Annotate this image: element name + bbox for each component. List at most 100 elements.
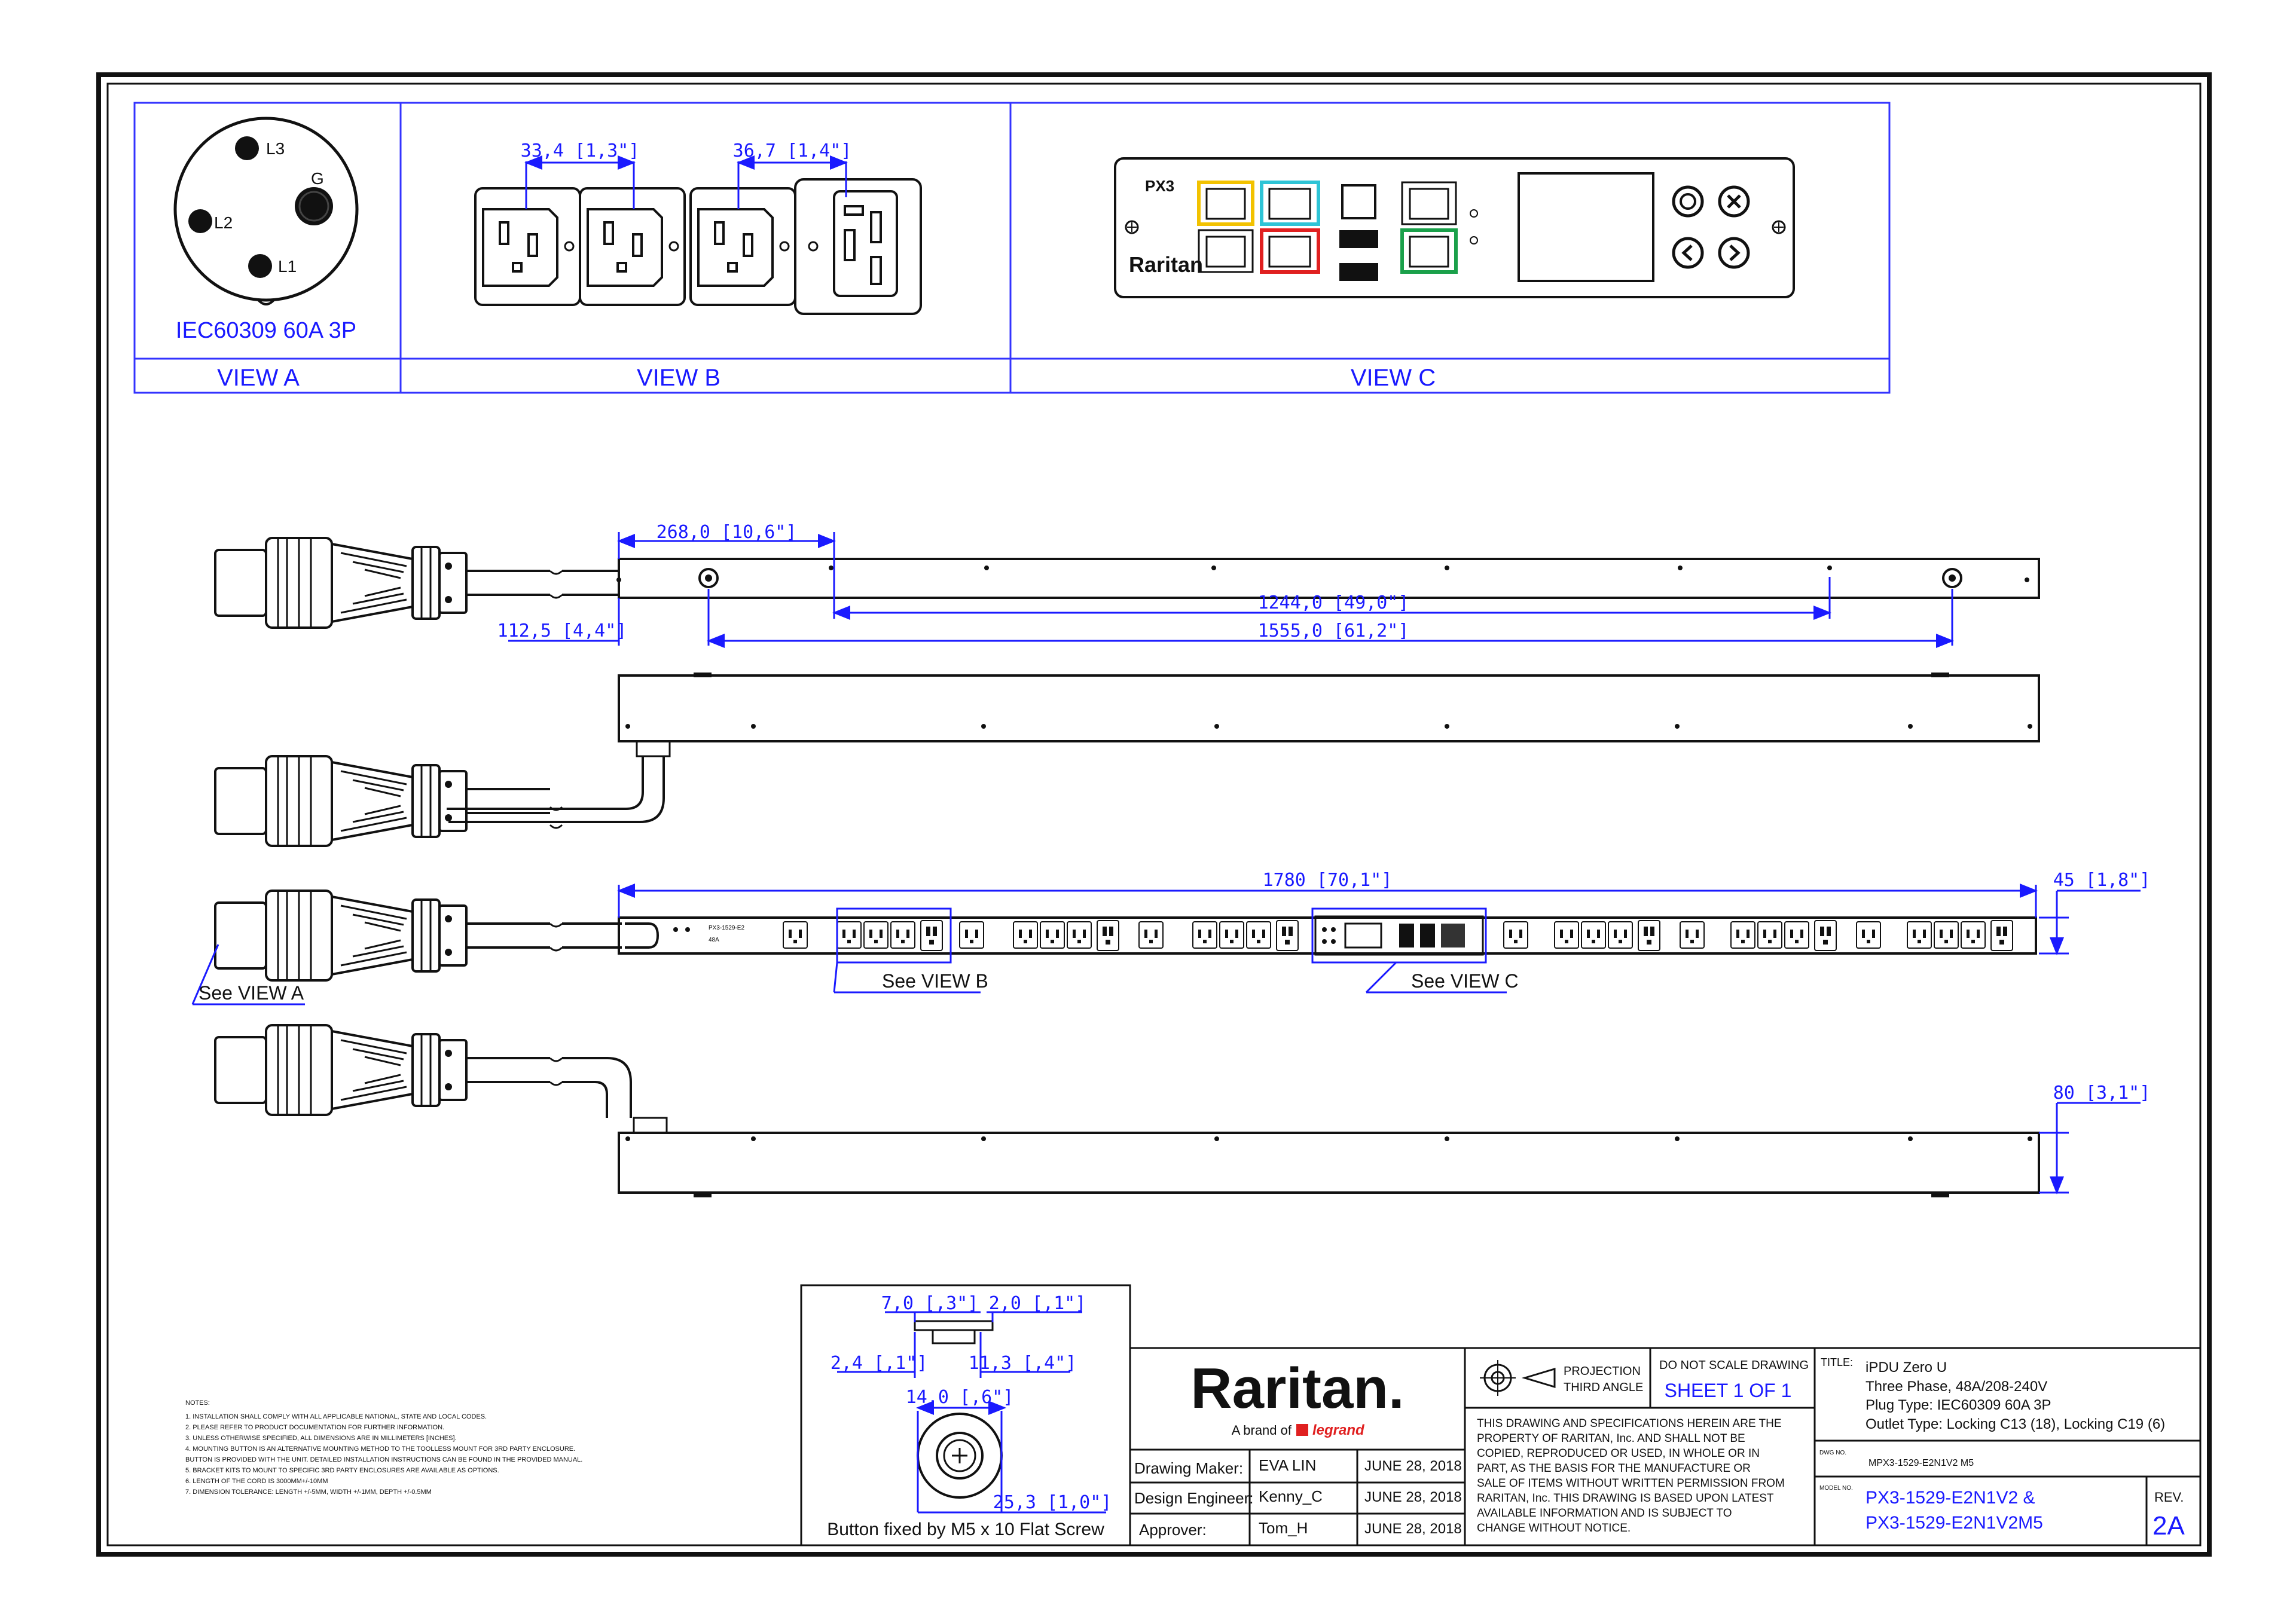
pin-l1-label: L1 <box>278 257 297 276</box>
mounting-button-2 <box>1942 568 1962 588</box>
note-7: 7. DIMENSION TOLERANCE: LENGTH +/-5MM, W… <box>185 1488 432 1496</box>
title-line-1: iPDU Zero U <box>1866 1359 1947 1376</box>
maker-name: EVA LIN <box>1259 1456 1316 1474</box>
disclaimer-4: PART, AS THE BASIS FOR THE MANUFACTURE O… <box>1477 1462 1751 1475</box>
view-c-label: VIEW C <box>1351 365 1436 391</box>
disclaimer-6: RARITAN, Inc. THIS DRAWING IS BASED UPON… <box>1477 1492 1774 1505</box>
view-b-label: VIEW B <box>637 365 720 391</box>
note-4b: BUTTON IS PROVIDED WITH THE UNIT. DETAIL… <box>185 1456 582 1463</box>
pin-l3-label: L3 <box>266 139 285 158</box>
engineer-role: Design Engineer: <box>1134 1489 1253 1507</box>
raritan-panel-logo: Raritan <box>1129 252 1203 277</box>
feature-port <box>1260 228 1320 274</box>
disclaimer-2: PROPERTY OF RARITAN, Inc. AND SHALL NOT … <box>1477 1432 1745 1445</box>
view-a-plug-face: L3 G L2 L1 IEC60309 60A 3P <box>173 117 359 343</box>
view-a-caption: IEC60309 60A 3P <box>176 318 356 343</box>
see-view-a-callout: See VIEW A <box>199 982 304 1004</box>
sensor-port <box>1197 181 1254 226</box>
see-view-c-callout: See VIEW C <box>1411 970 1519 992</box>
svg-text:PX3-1529-E2: PX3-1529-E2 <box>709 925 744 931</box>
dwg-number: MPX3-1529-E2N1V2 M5 <box>1868 1458 1974 1468</box>
view-b-c13-outlet-1 <box>482 208 575 287</box>
do-not-scale: DO NOT SCALE DRAWING <box>1659 1359 1809 1372</box>
dim-268: 268,0 [10,6"] <box>657 522 797 543</box>
engineer-name: Kenny_C <box>1259 1487 1323 1505</box>
usb-b-port <box>1341 184 1376 219</box>
notes: NOTES: 1. INSTALLATION SHALL COMPLY WITH… <box>185 1399 582 1496</box>
view-b-c13-outlet-2 <box>587 208 679 287</box>
raritan-logo: Raritan. <box>1190 1356 1404 1420</box>
model-label: MODEL NO. <box>1819 1485 1853 1491</box>
mounting-button-1 <box>698 568 719 588</box>
model-number-1: PX3-1529-E2N1V2 & <box>1866 1488 2035 1508</box>
right-button <box>1718 237 1750 269</box>
dim-2: 2,0 [,1"] <box>989 1293 1086 1314</box>
disclaimer-8: CHANGE WITHOUT NOTICE. <box>1477 1522 1631 1535</box>
projection-line-2: THIRD ANGLE <box>1564 1381 1643 1394</box>
dim-80: 80 [3,1"] <box>2053 1083 2151 1104</box>
note-3: 3. UNLESS OTHERWISE SPECIFIED, ALL DIMEN… <box>185 1435 457 1442</box>
notes-title: NOTES: <box>185 1399 210 1407</box>
cancel-button <box>1718 185 1750 218</box>
title-label: TITLE: <box>1821 1356 1853 1368</box>
side-view-upper <box>214 673 2040 847</box>
sheet-number: SHEET 1 OF 1 <box>1665 1380 1792 1401</box>
lcd-display <box>1518 172 1654 282</box>
dim-1244: 1244,0 [49,0"] <box>1258 592 1409 613</box>
dim-outlet-pitch: 36,7 [1,4"] <box>733 140 852 161</box>
console-port <box>1401 181 1457 225</box>
rev-number: 2A <box>2152 1511 2185 1541</box>
view-b-c13-outlet-3 <box>697 208 790 287</box>
svg-text:48A: 48A <box>709 937 719 943</box>
pin-l2-label: L2 <box>214 213 233 232</box>
dim-7: 7,0 [,3"] <box>881 1293 979 1314</box>
dim-25-3: 25,3 [1,0"] <box>993 1492 1112 1513</box>
top-view: 268,0 [10,6"] 1244,0 [49,0"] 112,5 [4,4"… <box>214 522 2040 648</box>
dim-1555: 1555,0 [61,2"] <box>1258 621 1409 641</box>
view-c-controller-panel: PX3 Raritan <box>1114 157 1795 298</box>
title-line-3: Plug Type: IEC60309 60A 3P <box>1866 1397 2051 1413</box>
pin-g-label: G <box>311 169 324 188</box>
dim-112-5: 112,5 [4,4"] <box>497 621 627 641</box>
detail-views-panel <box>133 102 1891 394</box>
approver-date: JUNE 28, 2018 <box>1364 1521 1462 1537</box>
side-view-lower: 80 [3,1"] <box>214 1024 2151 1197</box>
dim-11-3: 11,3 [,4"] <box>969 1353 1077 1374</box>
maker-date: JUNE 28, 2018 <box>1364 1458 1462 1474</box>
rev-label: REV. <box>2154 1490 2184 1505</box>
usb-a-port-1 <box>1339 230 1378 248</box>
logo-sub: A brand of <box>1232 1423 1292 1438</box>
note-6: 6. LENGTH OF THE CORD IS 3000MM+/-10MM <box>185 1478 328 1485</box>
button-detail-caption: Button fixed by M5 x 10 Flat Screw <box>827 1520 1104 1539</box>
engineer-date: JUNE 28, 2018 <box>1364 1489 1462 1505</box>
dim-1780: 1780 [70,1"] <box>1263 870 1393 891</box>
ethernet-port <box>1260 181 1320 226</box>
expansion-port <box>1198 229 1254 273</box>
view-b-outlets: 33,4 [1,3"] 36,7 [1,4"] <box>474 140 922 315</box>
px3-mark: PX3 <box>1145 177 1174 195</box>
projection-line-1: PROJECTION <box>1564 1365 1641 1378</box>
legrand-logo: legrand <box>1312 1422 1365 1438</box>
cascade-port <box>1400 228 1458 274</box>
dim-14: 14,0 [,6"] <box>906 1387 1014 1408</box>
title-line-4: Outlet Type: Locking C13 (18), Locking C… <box>1866 1416 2165 1432</box>
see-view-b-callout: See VIEW B <box>882 970 988 992</box>
model-number-2: PX3-1529-E2N1V2M5 <box>1866 1513 2043 1533</box>
disclaimer-3: COPIED, REPRODUCED OR USED, IN WHOLE OR … <box>1477 1447 1760 1460</box>
note-4: 4. MOUNTING BUTTON IS AN ALTERNATIVE MOU… <box>185 1445 575 1453</box>
note-5: 5. BRACKET KITS TO MOUNT TO SPECIFIC 3RD… <box>185 1467 499 1474</box>
dwg-label: DWG NO. <box>1819 1450 1846 1456</box>
dim-45: 45 [1,8"] <box>2053 870 2151 891</box>
usb-a-port-2 <box>1339 263 1378 281</box>
approver-name: Tom_H <box>1259 1519 1308 1537</box>
dim-2-4: 2,4 [,1"] <box>831 1353 928 1374</box>
note-2: 2. PLEASE REFER TO PRODUCT DOCUMENTATION… <box>185 1424 444 1431</box>
title-block: Raritan. A brand of legrand Drawing Make… <box>1129 1347 2202 1546</box>
disclaimer-7: AVAILABLE INFORMATION AND IS SUBJECT TO <box>1477 1507 1732 1520</box>
dim-outlet-width: 33,4 [1,3"] <box>521 140 640 161</box>
disclaimer-1: THIS DRAWING AND SPECIFICATIONS HEREIN A… <box>1477 1417 1782 1430</box>
approver-role: Approver: <box>1139 1521 1207 1539</box>
disclaimer-5: SALE OF ITEMS WITHOUT WRITTEN PERMISSION… <box>1477 1477 1785 1490</box>
ok-button <box>1672 185 1704 218</box>
